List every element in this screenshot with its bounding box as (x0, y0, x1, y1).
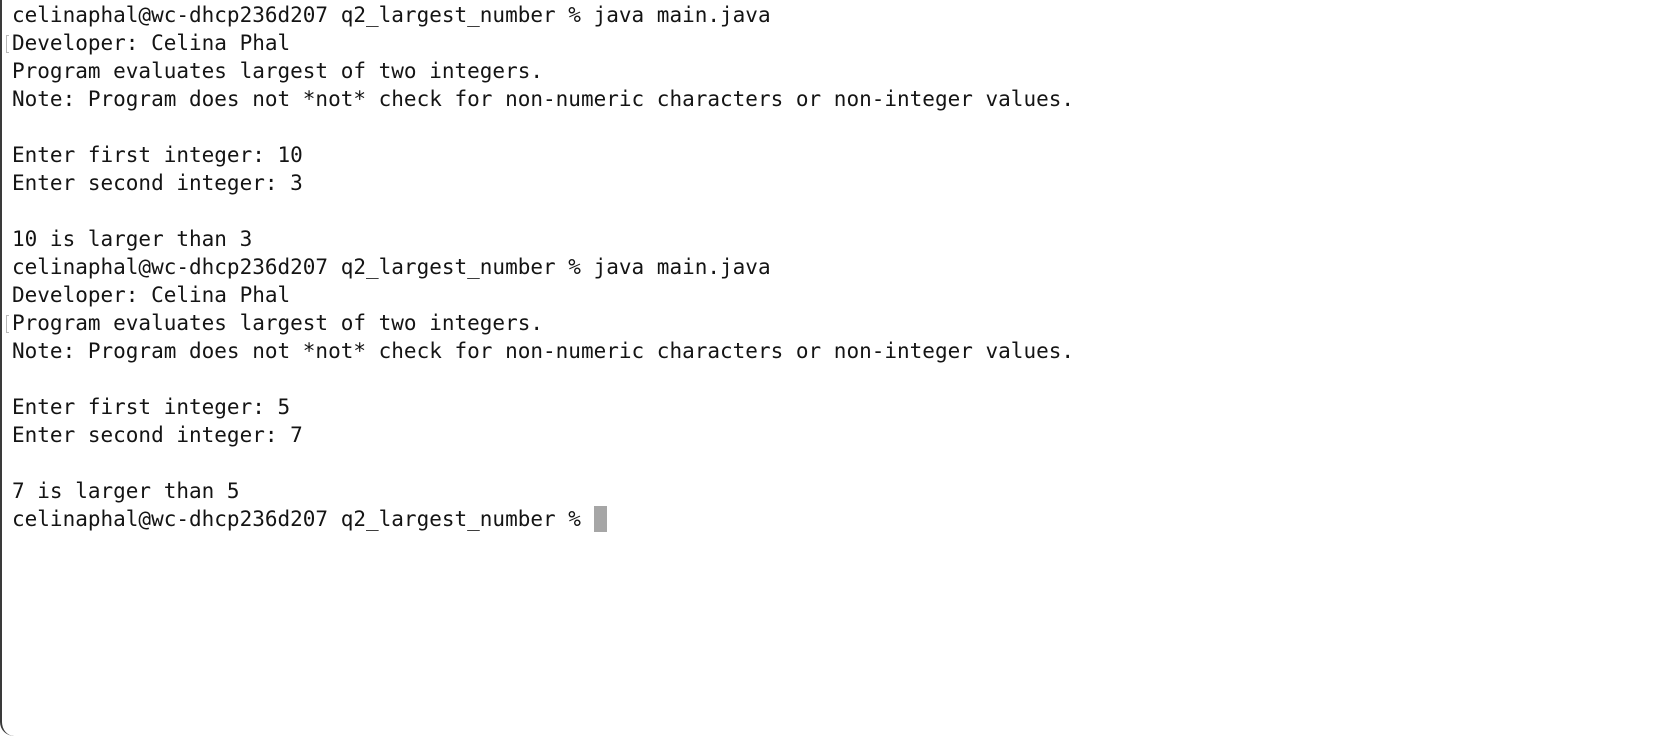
output-line: 10 is larger than 3 (12, 227, 253, 251)
blank-line (12, 113, 1674, 141)
output-line: Enter second integer: 7 (12, 423, 303, 447)
prompt-line: celinaphal@wc-dhcp236d207 q2_largest_num… (12, 3, 771, 27)
prompt-line: celinaphal@wc-dhcp236d207 q2_largest_num… (12, 255, 771, 279)
output-line: 7 is larger than 5 (12, 479, 240, 503)
output-line: Enter first integer: 5 (12, 395, 291, 419)
output-line: Program evaluates largest of two integer… (12, 59, 544, 83)
blank-line (12, 197, 1674, 225)
current-prompt-text: celinaphal@wc-dhcp236d207 q2_largest_num… (12, 507, 594, 531)
output-line: Note: Program does not *not* check for n… (12, 339, 1075, 363)
output-line: Enter first integer: 10 (12, 143, 303, 167)
output-line: Program evaluates largest of two integer… (6, 309, 1674, 337)
output-line: Enter second integer: 3 (12, 171, 303, 195)
output-line: Developer: Celina Phal (12, 283, 291, 307)
blank-line (12, 449, 1674, 477)
current-prompt-line[interactable]: celinaphal@wc-dhcp236d207 q2_largest_num… (12, 505, 1674, 533)
blank-line (12, 365, 1674, 393)
output-line: Note: Program does not *not* check for n… (12, 87, 1075, 111)
text-cursor (593, 506, 607, 532)
output-line: Developer: Celina Phal (6, 29, 1674, 57)
